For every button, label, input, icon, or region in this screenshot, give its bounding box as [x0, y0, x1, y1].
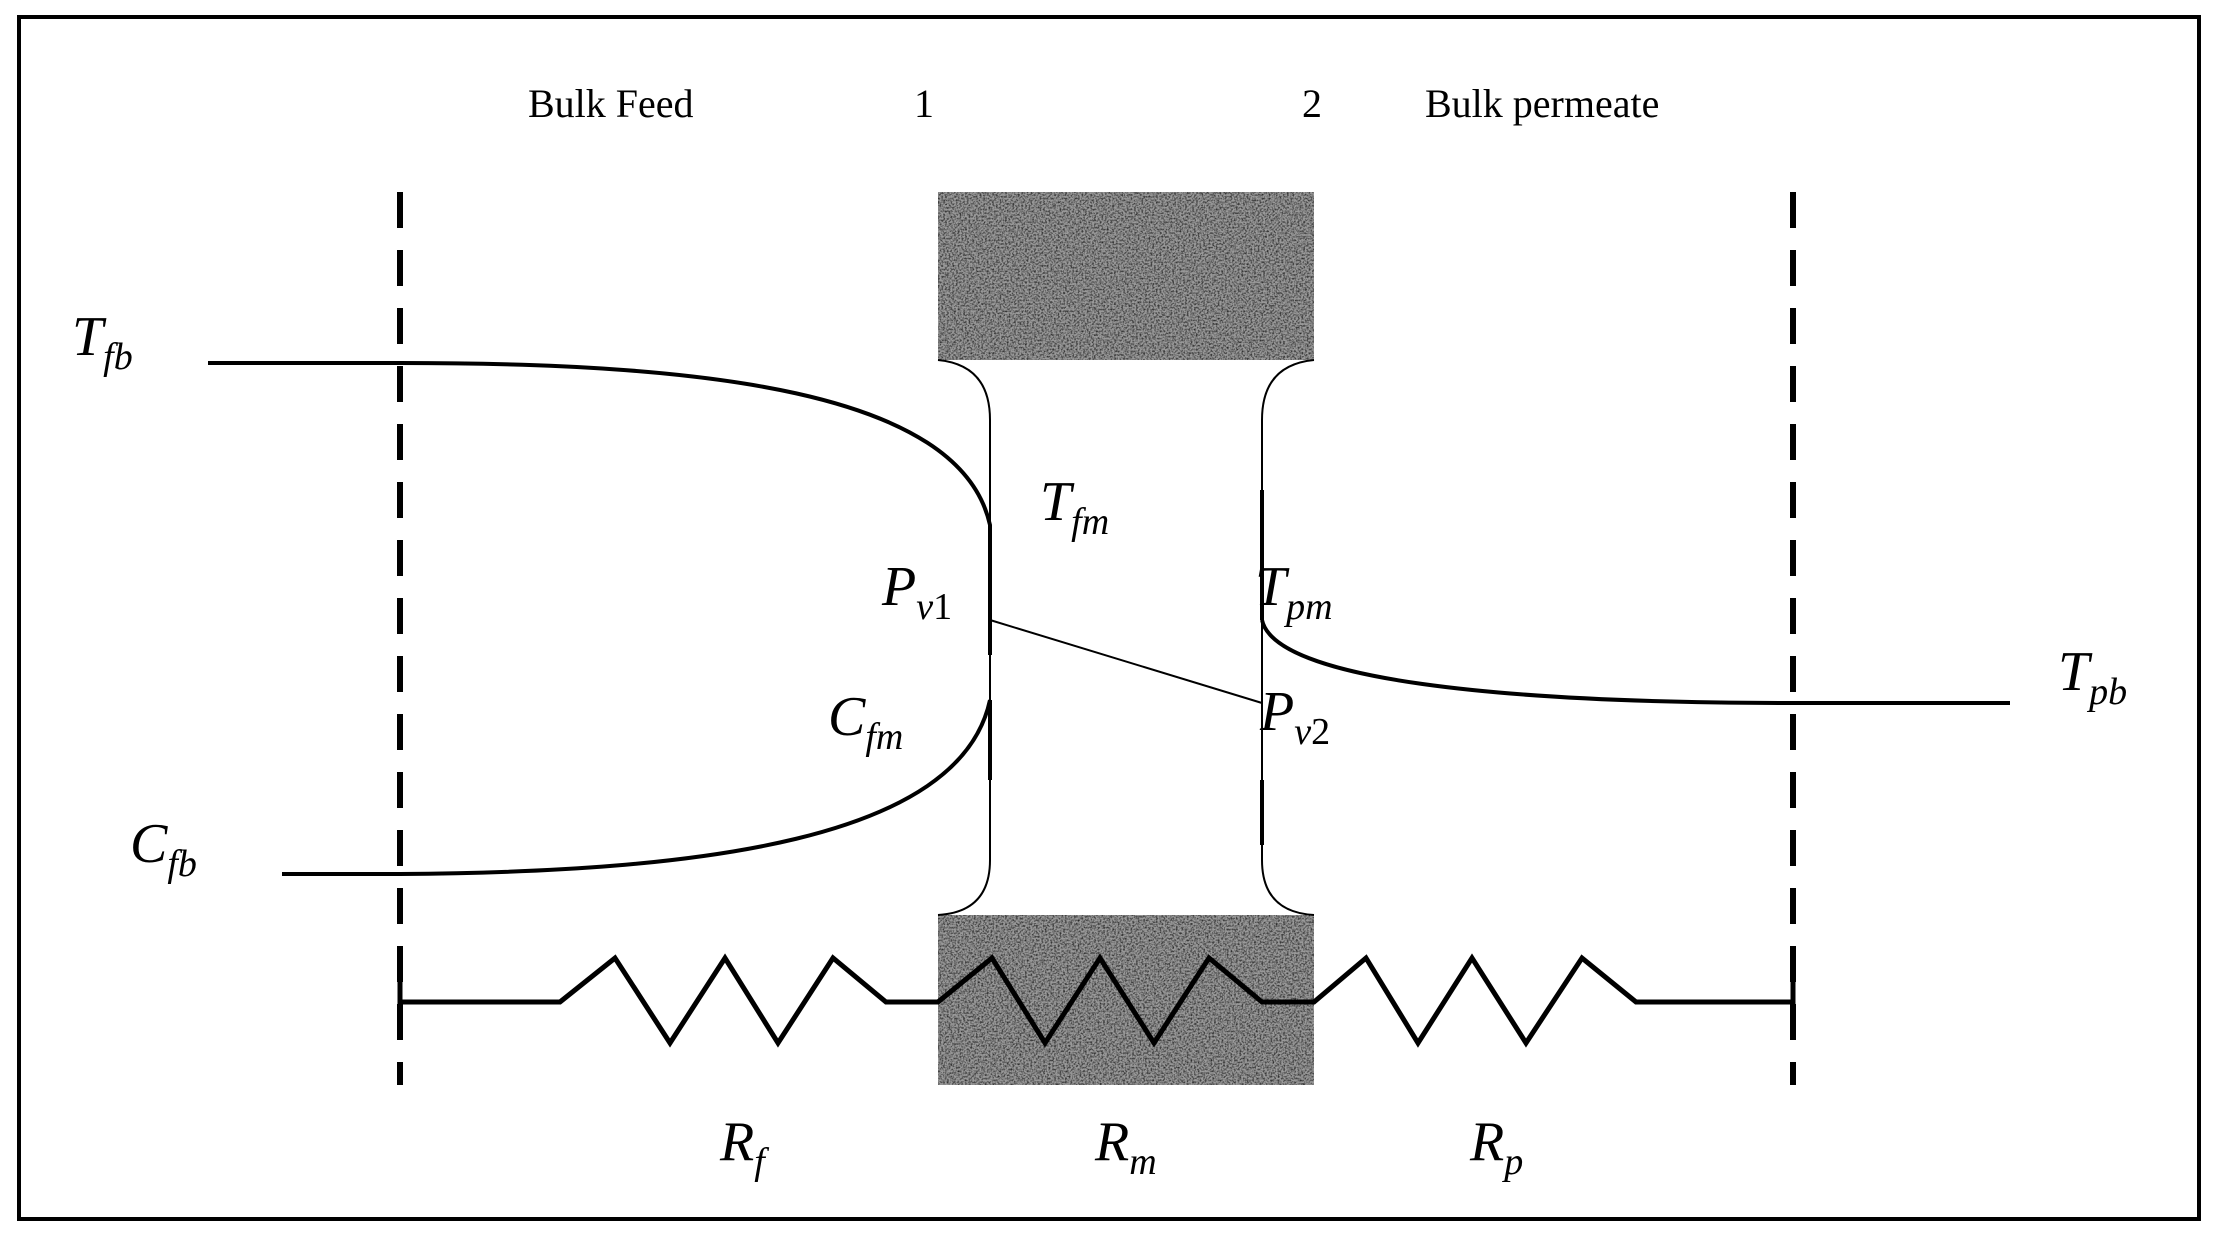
membrane-top-block [938, 192, 1314, 360]
label-C-fm: Cfm [828, 686, 903, 758]
label-C-fb: Cfb [130, 813, 197, 885]
label-R-m: Rm [1094, 1111, 1157, 1183]
resistance-circuit [400, 953, 1793, 1048]
label-R-f: Rf [719, 1111, 769, 1183]
interface-2-label: 2 [1302, 81, 1322, 126]
outer-frame [17, 15, 2201, 1221]
vapor-pressure-line [989, 619, 1263, 704]
membrane-right-wall [1261, 359, 1315, 916]
label-P-v2: Pv2 [1259, 681, 1330, 753]
label-T-fm: Tfm [1040, 471, 1109, 543]
feed-concentration-profile [282, 699, 992, 876]
label-R-p: Rp [1469, 1111, 1523, 1183]
bulk-feed-label: Bulk Feed [528, 81, 694, 126]
label-P-v1: Pv1 [881, 556, 952, 628]
bulk-permeate-label: Bulk permeate [1425, 81, 1659, 126]
label-T-fb: Tfb [72, 306, 133, 378]
label-T-pb: Tpb [2058, 641, 2127, 713]
interface-1-label: 1 [914, 81, 934, 126]
membrane-left-wall [937, 359, 991, 916]
permeate-temperature-profile [1260, 619, 2010, 705]
feed-temperature-profile [208, 361, 992, 655]
label-T-pm: Tpm [1255, 556, 1333, 628]
